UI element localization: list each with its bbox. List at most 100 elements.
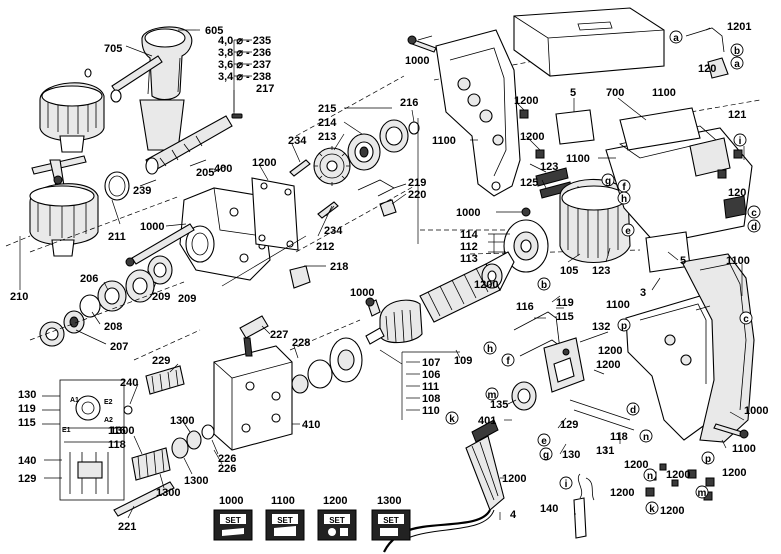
svg-text:1300: 1300 [377, 495, 401, 507]
svg-text:m: m [698, 488, 707, 499]
label-238: 3,4 ⌀ - 238 [218, 71, 271, 83]
label-140-right: 140 [540, 503, 558, 515]
label-131: 131 [596, 445, 614, 457]
label-206: 206 [80, 273, 98, 285]
label-112: 112 [460, 241, 478, 253]
letter-d-rod: d [626, 402, 640, 416]
label-605: 605 [205, 25, 223, 37]
housing-half-left [435, 29, 521, 197]
spindle [145, 115, 233, 175]
svg-text:n: n [647, 471, 653, 482]
label-123-upper: 123 [540, 161, 558, 173]
label-1200-gasket: 1200 [252, 157, 276, 169]
label-1200-nut-1: 1200 [514, 95, 538, 107]
handle-half-right [625, 295, 717, 441]
label-228: 228 [292, 337, 310, 349]
label-3: 3 [640, 287, 646, 299]
chuck-key [31, 155, 87, 187]
label-218: 218 [330, 261, 348, 273]
label-239: 239 [133, 185, 151, 197]
knob-135 [511, 381, 537, 411]
label-226-upper: 226 [218, 453, 236, 465]
cord-guard [465, 419, 505, 511]
label-227: 227 [270, 329, 288, 341]
label-215: 215 [318, 103, 336, 115]
label-1200-screw-a: 1200 [624, 459, 648, 471]
svg-text:d: d [751, 222, 757, 233]
letter-e-wire: e [537, 433, 551, 447]
label-109: 109 [454, 355, 472, 367]
letter-m-screw: m [695, 485, 709, 499]
label-700: 700 [606, 87, 624, 99]
label-1100-motor: 1100 [566, 153, 590, 165]
label-120-lower: 120 [728, 187, 746, 199]
label-1200-nut-2: 1200 [520, 131, 544, 143]
label-5-plate: 5 [570, 87, 576, 99]
pin-221 [113, 481, 175, 517]
label-123-lower: 123 [592, 265, 610, 277]
leader-lines [19, 27, 745, 520]
bearing-stack [39, 255, 173, 347]
bolt-227 [239, 315, 269, 357]
pins [289, 159, 339, 219]
svg-text:n: n [643, 432, 649, 443]
label-121: 121 [728, 109, 746, 121]
label-119-top: 119 [556, 297, 574, 309]
label-plate-5 [555, 109, 595, 145]
svg-text:1100: 1100 [271, 495, 295, 507]
label-1200-armature: 1200 [474, 279, 498, 291]
washer-216 [408, 121, 420, 135]
label-240: 240 [120, 377, 138, 389]
svg-text:i: i [739, 136, 742, 147]
label-129-left: 129 [18, 473, 36, 485]
spring-219 [357, 179, 397, 217]
svg-text:A1: A1 [70, 397, 79, 404]
set-box-1000 [213, 509, 253, 541]
letter-c-cap: c [747, 205, 761, 219]
label-1300-gear-1: 1300 [110, 425, 134, 437]
label-229: 229 [152, 355, 170, 367]
svg-text:f: f [506, 356, 510, 367]
rods-118 [569, 399, 635, 431]
label-226-lower: 226 [218, 463, 236, 475]
bracket-109 [401, 351, 460, 420]
label-1000-armature: 1000 [350, 287, 374, 299]
label-234-upper: 234 [288, 135, 307, 147]
capacitor-121 [717, 149, 743, 179]
gear-housing [179, 187, 271, 281]
label-1100-handle-top: 1100 [726, 255, 750, 267]
label-114: 114 [460, 229, 479, 241]
letter-e-housing: e [621, 223, 635, 237]
label-5-lower: 5 [680, 255, 686, 267]
label-207: 207 [110, 341, 128, 353]
letter-callouts: a b a i g f h e d c c b h f p m k e g d … [445, 30, 761, 515]
gearbox-410 [213, 345, 293, 451]
letter-k-switch: k [445, 411, 459, 425]
svg-text:k: k [649, 504, 655, 515]
gear-small [379, 119, 409, 153]
svg-text:h: h [487, 344, 493, 355]
label-236: 3,8 ⌀ - 236 [218, 47, 271, 59]
letter-p-screw: p [701, 451, 715, 465]
retaining-ring [104, 171, 130, 201]
spring-ring [84, 68, 122, 103]
svg-text:SET: SET [277, 516, 293, 525]
svg-text:g: g [605, 176, 611, 187]
label-108: 108 [422, 393, 440, 405]
svg-text:p: p [705, 454, 711, 465]
label-120-upper: 120 [698, 63, 716, 75]
letter-i-housing: i [733, 133, 747, 147]
svg-text:d: d [630, 405, 636, 416]
label-115-top: 115 [556, 311, 574, 323]
armature-bearing [481, 263, 503, 289]
svg-text:1000: 1000 [219, 495, 243, 507]
letter-n-rod: n [639, 429, 653, 443]
svg-text:k: k [449, 414, 455, 425]
screw-1000-top [407, 35, 437, 53]
svg-text:E1: E1 [62, 427, 71, 434]
switch-218 [289, 265, 311, 289]
label-213: 213 [318, 131, 336, 143]
label-221: 221 [118, 521, 136, 533]
letter-a-cable: a [669, 30, 683, 44]
label-1300-gear-4: 1300 [184, 475, 208, 487]
